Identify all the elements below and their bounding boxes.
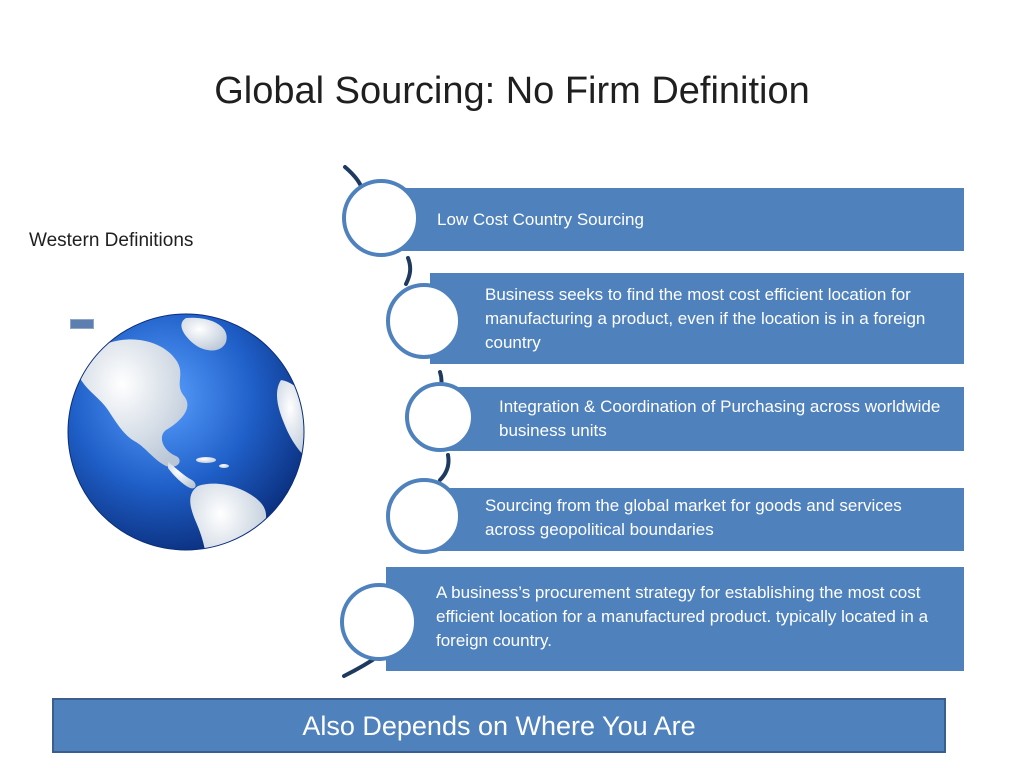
flag-mark <box>70 319 94 329</box>
definition-item-2: Business seeks to find the most cost eff… <box>430 273 964 364</box>
bullet-circle-5 <box>340 583 418 661</box>
slide-title: Global Sourcing: No Firm Definition <box>214 70 810 112</box>
western-definitions-label: Western Definitions <box>29 230 194 251</box>
bullet-circle-4 <box>386 478 462 554</box>
definition-item-5: A business’s procurement strategy for es… <box>386 567 964 671</box>
globe-icon <box>67 313 305 551</box>
definition-item-1: Low Cost Country Sourcing <box>380 188 964 251</box>
definition-item-1-text: Low Cost Country Sourcing <box>437 210 644 229</box>
definition-item-3-text: Integration & Coordination of Purchasing… <box>499 397 941 440</box>
bullet-circle-2 <box>386 283 462 359</box>
bullet-circle-3 <box>405 382 475 452</box>
bullet-circle-1 <box>342 179 420 257</box>
definition-item-5-text: A business’s procurement strategy for es… <box>436 583 929 650</box>
bottom-banner: Also Depends on Where You Are <box>52 698 946 753</box>
definition-item-2-text: Business seeks to find the most cost eff… <box>485 285 926 352</box>
definition-item-4-text: Sourcing from the global market for good… <box>485 496 902 539</box>
definition-item-3: Integration & Coordination of Purchasing… <box>444 387 964 451</box>
definition-item-4: Sourcing from the global market for good… <box>430 488 964 551</box>
